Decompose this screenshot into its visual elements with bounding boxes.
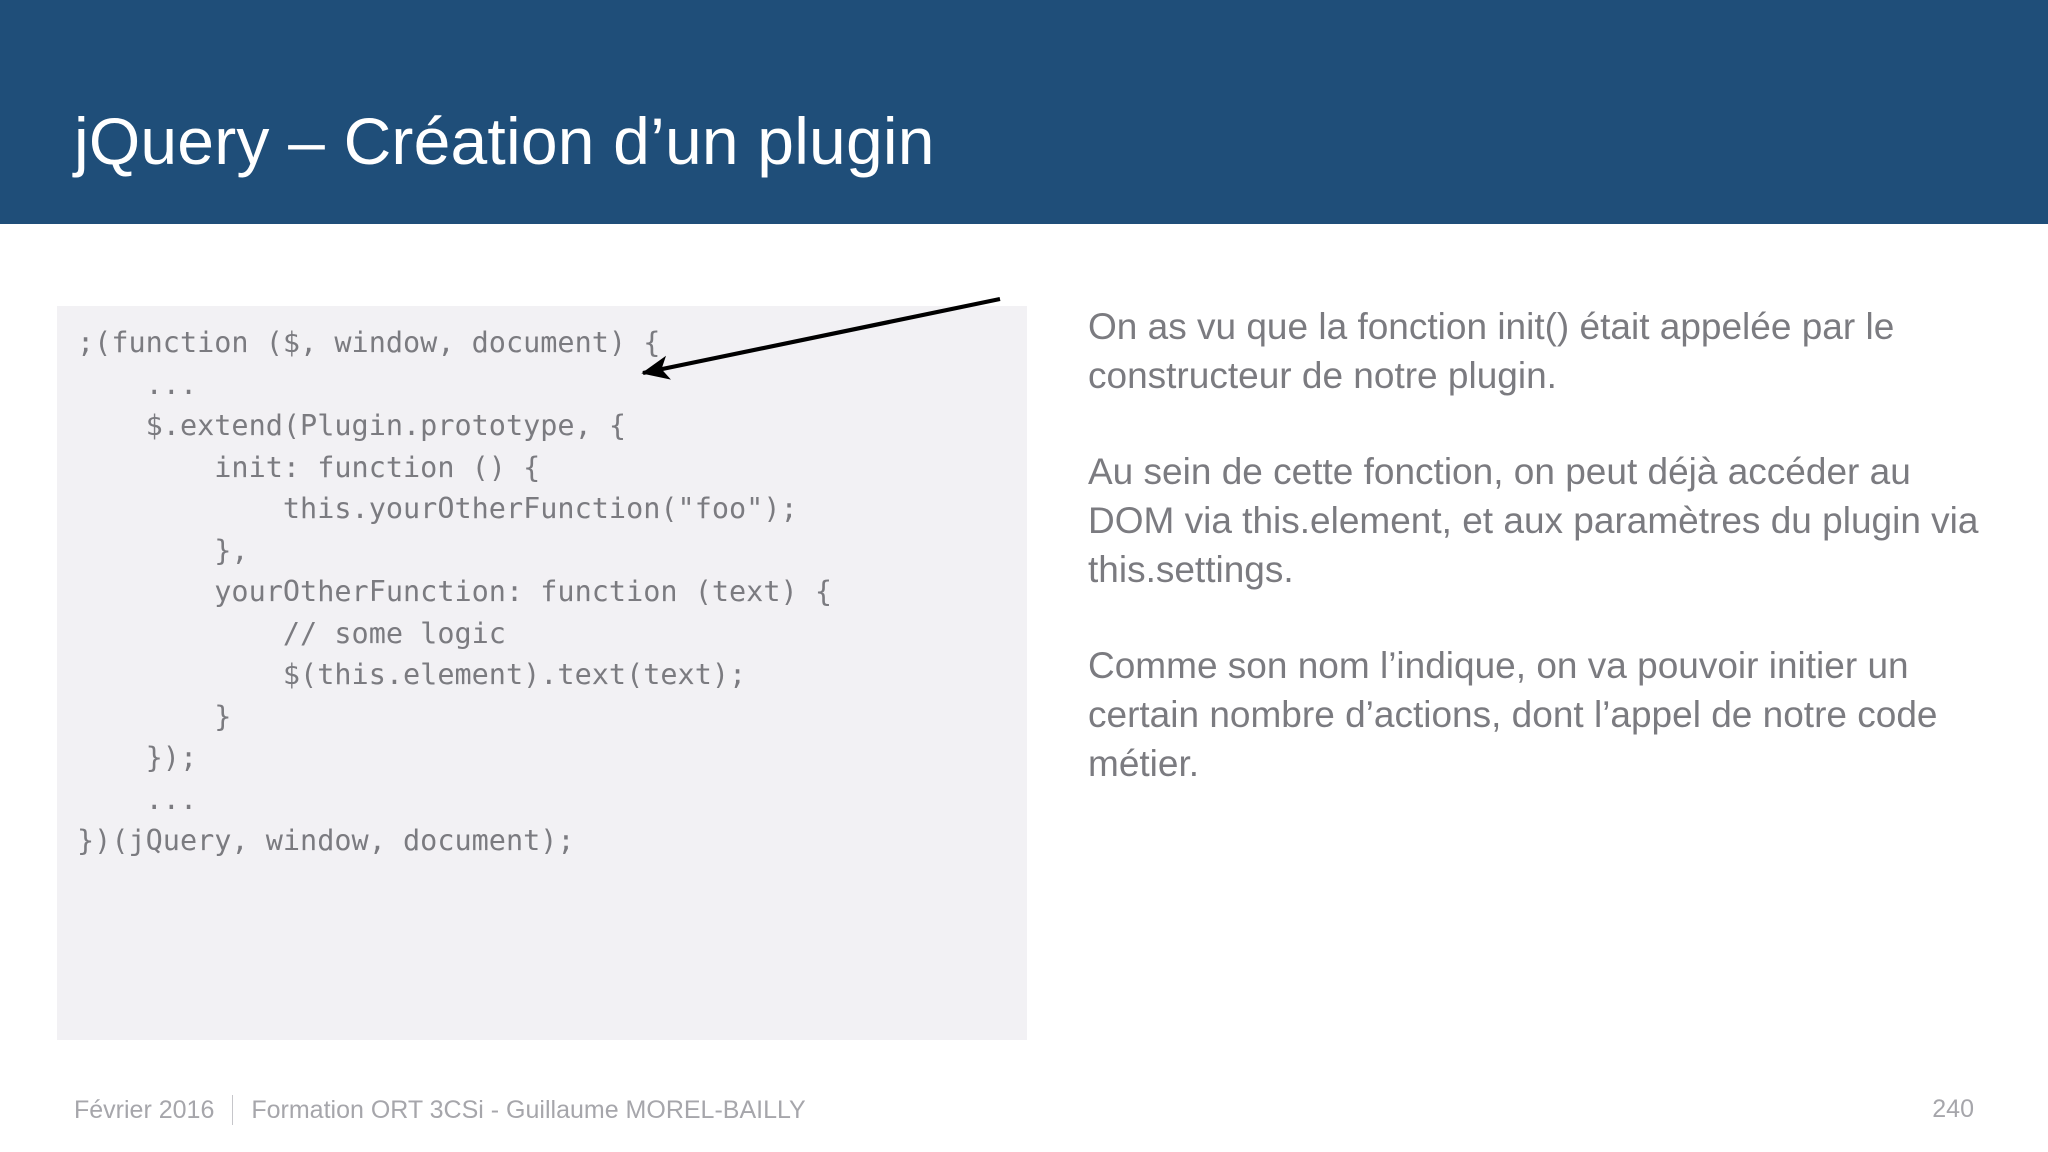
explanation-paragraph-2: Au sein de cette fonction, on peut déjà … — [1088, 451, 1979, 590]
footer: Février 2016 Formation ORT 3CSi - Guilla… — [74, 1095, 806, 1125]
footer-separator — [232, 1095, 234, 1125]
footer-course: Formation ORT 3CSi - Guillaume MOREL-BAI… — [251, 1095, 806, 1124]
code-panel: ;(function ($, window, document) { ... $… — [57, 306, 1027, 1040]
page-title: jQuery – Création d’un plugin — [74, 104, 935, 178]
explanation-column: On as vu que la fonction init() était ap… — [1088, 302, 1998, 788]
footer-date: Février 2016 — [74, 1095, 215, 1124]
explanation-paragraph-1: On as vu que la fonction init() était ap… — [1088, 306, 1895, 396]
slide-header-band: jQuery – Création d’un plugin — [0, 0, 2048, 224]
code-snippet: ;(function ($, window, document) { ... $… — [77, 326, 832, 857]
slide-number: 240 — [1932, 1095, 1974, 1123]
explanation-paragraph-3: Comme son nom l’indique, on va pouvoir i… — [1088, 645, 1938, 784]
